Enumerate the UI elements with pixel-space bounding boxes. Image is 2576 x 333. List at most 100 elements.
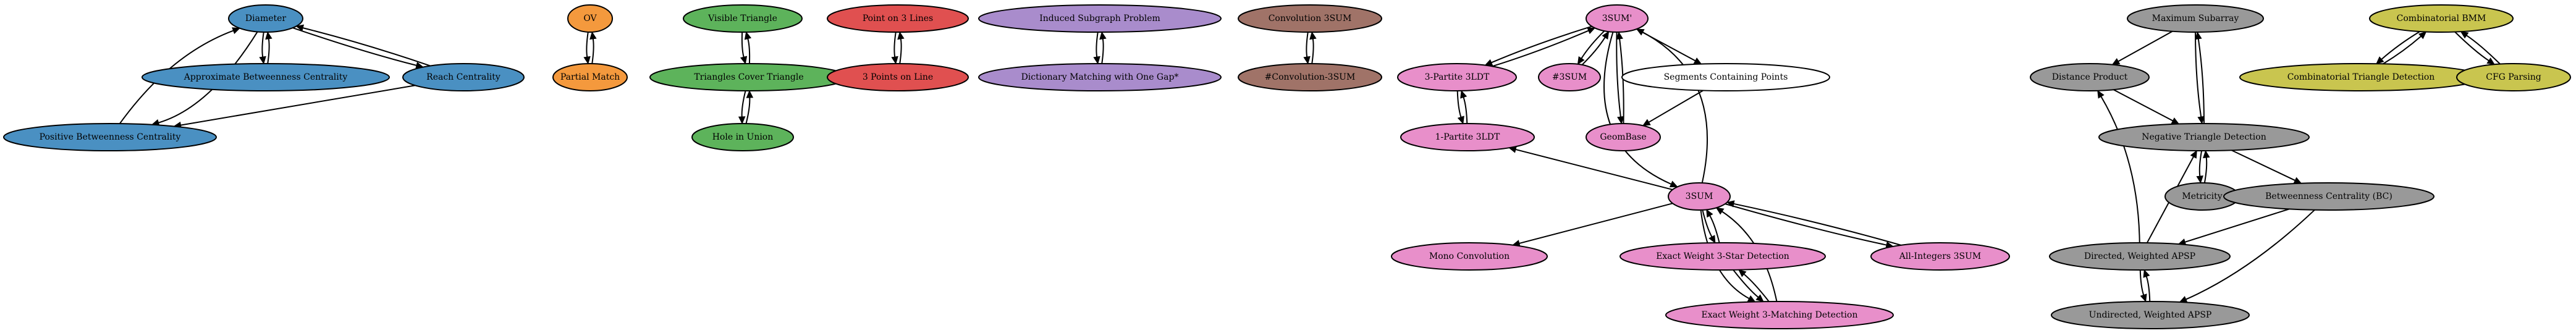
- edge-num3sum-to-3sum_prime: [1581, 36, 1606, 65]
- node-label: Combinatorial Triangle Detection: [2287, 72, 2435, 82]
- arrowhead-ew3star-to-ew3match: [1755, 294, 1764, 302]
- node-visible: Visible Triangle: [683, 4, 803, 33]
- node-label: Undirected, Weighted APSP: [2089, 310, 2212, 320]
- node-ellipse: [141, 63, 390, 91]
- edge-reach-to-pos_bc: [180, 85, 415, 126]
- arrowhead-dict-to-induced: [1099, 31, 1107, 40]
- node-ellipse: [228, 4, 303, 33]
- edge-comb_bmm-to-comb_tri: [2381, 31, 2420, 60]
- arrowhead-3sum-to-ew3match: [1747, 295, 1756, 303]
- node-ellipse: [1586, 123, 1661, 151]
- arrowhead-num3sum-to-3sum_prime: [1602, 31, 1610, 40]
- arrowhead-ew3star-to-3sum: [1706, 209, 1713, 218]
- edge-3sum-to-1partite: [1515, 148, 1673, 190]
- arrowhead-pt3lines-to-3pts: [891, 56, 898, 65]
- edge-dict-to-induced: [1101, 38, 1104, 64]
- arrowhead-induced-to-dict: [1093, 56, 1100, 65]
- node-label: Induced Subgraph Problem: [1039, 14, 1160, 23]
- node-label: Distance Product: [2052, 72, 2128, 82]
- edge-partial-to-ov: [591, 38, 594, 64]
- edge-segments-to-geombase: [1648, 90, 1704, 123]
- node-ellipse: [567, 4, 613, 33]
- arrowhead-diameter-to-approx_bc: [259, 56, 266, 65]
- edge-dir_apsp-to-undir_apsp: [2139, 269, 2145, 295]
- arrowhead-3sum_prime-to-geombase: [1617, 116, 1624, 125]
- node-ellipse: [1238, 63, 1382, 91]
- arrowhead-3pts-to-pt3lines: [897, 31, 905, 40]
- arrowhead-undir_apsp-to-dir_apsp: [2143, 269, 2150, 278]
- edge-ov-to-partial: [586, 32, 589, 57]
- node-ellipse: [552, 63, 628, 91]
- node-dist-product: Distance Product: [2030, 63, 2150, 91]
- node-label: Diameter: [245, 14, 287, 23]
- edge-3sum_prime-to-3sum: [1603, 32, 1672, 185]
- node-1partite: 1-Partite 3LDT: [1400, 123, 1535, 151]
- node-label: 3SUM': [1602, 14, 1632, 23]
- node-comb-tri: Combinatorial Triangle Detection: [2239, 63, 2483, 91]
- arrowhead-3partite-to-3sum_prime: [1587, 27, 1596, 35]
- node-ellipse: [402, 63, 525, 91]
- node-ellipse: [2098, 123, 2310, 151]
- node-label: #Convolution-3SUM: [1265, 72, 1356, 82]
- node-label: All-Integers 3SUM: [1899, 251, 1981, 261]
- arrowhead-conv3sum-to-numconv3sum: [1303, 56, 1311, 65]
- arrowhead-geombase-to-3sum_prime: [1616, 31, 1623, 40]
- node-label: 3-Partite 3LDT: [1425, 72, 1490, 82]
- node-ellipse: [1391, 242, 1548, 271]
- edge-comb_tri-to-comb_bmm: [2383, 35, 2422, 65]
- node-induced: Induced Subgraph Problem: [978, 4, 1222, 33]
- node-3partite: 3-Partite 3LDT: [1397, 63, 1517, 91]
- arrowhead-neg_tri-to-bc: [2293, 177, 2302, 184]
- edge-numconv3sum-to-conv3sum: [1311, 38, 1314, 64]
- node-label: Mono Convolution: [1429, 251, 1510, 261]
- node-label: Segments Containing Points: [1664, 72, 1788, 82]
- arrowhead-3sum_prime-to-num3sum: [1577, 56, 1585, 65]
- edge-3sum-to-mono_conv: [1519, 203, 1673, 244]
- edge-bc-to-undir_apsp: [2185, 209, 2315, 300]
- node-ellipse: [827, 63, 969, 91]
- arrowhead-tri_cover-to-visible: [744, 31, 752, 40]
- node-label: Point on 3 Lines: [863, 14, 933, 23]
- node-dir-apsp: Directed, Weighted APSP: [2049, 242, 2231, 271]
- node-label: Reach Centrality: [426, 72, 500, 82]
- arrowhead-numconv3sum-to-conv3sum: [1309, 31, 1317, 40]
- edge-ew3match-to-ew3star: [1743, 274, 1770, 302]
- node-ellipse: [1400, 123, 1535, 151]
- edge-pt3lines-to-3pts: [893, 32, 897, 57]
- arrowhead-metricity-to-neg_tri: [2203, 150, 2210, 159]
- node-label: Directed, Weighted APSP: [2084, 251, 2195, 261]
- arrowhead-visible-to-tri_cover: [740, 56, 748, 65]
- node-ellipse: [827, 4, 969, 33]
- node-label: Dictionary Matching with One Gap*: [1021, 72, 1179, 82]
- node-ew3match: Exact Weight 3-Matching Detection: [1665, 301, 1894, 329]
- edge-induced-to-dict: [1096, 32, 1099, 57]
- edge-pos_bc-to-diameter: [119, 30, 234, 124]
- edge-ew3star-to-3sum: [1709, 215, 1720, 243]
- edge-comb_bmm-to-cfg: [2454, 31, 2489, 62]
- edge-3sum-to-3sum_prime: [1642, 32, 1708, 183]
- arrowhead-3sum-to-3sum_prime: [1636, 28, 1645, 36]
- edge-tri_cover-to-visible: [747, 38, 751, 64]
- node-ellipse: [1621, 63, 1830, 91]
- arrowhead-max_subarray-to-neg_tri: [2197, 116, 2205, 125]
- node-max-subarray: Maximum Subarray: [2127, 4, 2264, 33]
- arrowhead-partial-to-ov: [589, 31, 597, 40]
- node-label: GeomBase: [1600, 132, 1646, 142]
- edge-3sum_prime-to-geombase: [1616, 32, 1621, 117]
- arrowhead-comb_bmm-to-cfg: [2486, 57, 2496, 65]
- node-ellipse: [2456, 63, 2571, 91]
- node-ellipse: [1538, 63, 1601, 91]
- node-undir-apsp: Undirected, Weighted APSP: [2051, 301, 2250, 329]
- edge-cfg-to-comb_bmm: [2466, 35, 2501, 65]
- node-ellipse: [978, 63, 1222, 91]
- node-label: #3SUM: [1552, 72, 1587, 82]
- node-approx-bc: Approximate Betweenness Centrality: [141, 63, 390, 91]
- arrowhead-3partite-to-1partite: [1457, 116, 1464, 125]
- node-cfg: CFG Parsing: [2456, 63, 2571, 91]
- edge-3sum-to-allint: [1725, 203, 1887, 246]
- arrowhead-dir_apsp-to-neg_tri: [2190, 150, 2197, 159]
- node-ellipse: [2369, 4, 2514, 33]
- edge-3partite-to-3sum_prime: [1492, 30, 1589, 67]
- edge-bc-to-dir_apsp: [2184, 208, 2290, 243]
